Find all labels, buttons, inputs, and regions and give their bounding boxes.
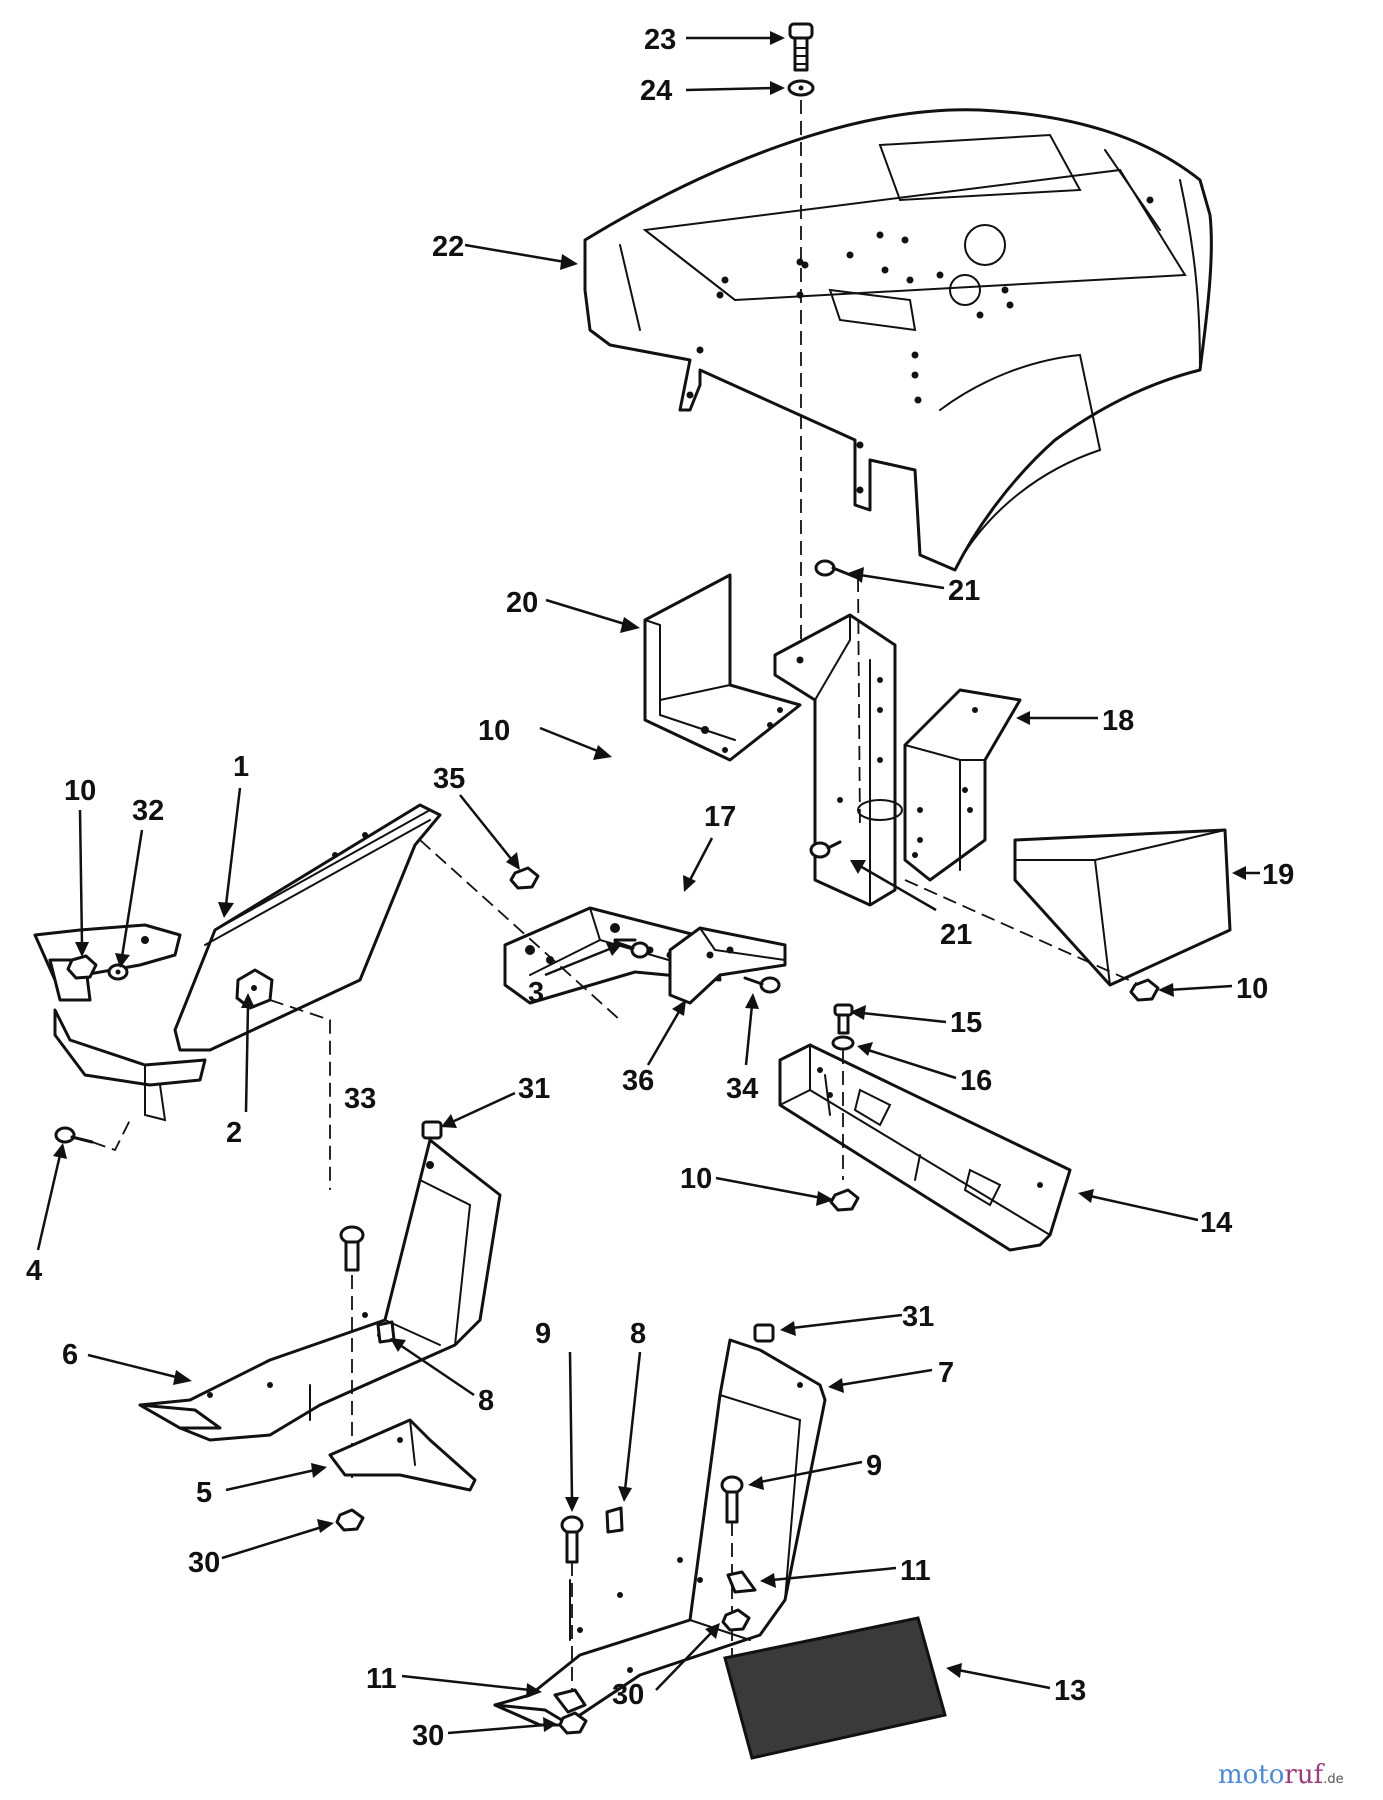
- callout-5: 5: [196, 1477, 212, 1509]
- nut-part-35: [509, 866, 540, 890]
- callout-1: 1: [233, 751, 249, 783]
- washer-part-32: [107, 963, 129, 981]
- callout-19: 19: [1262, 859, 1294, 891]
- fender-part-22: [583, 108, 1213, 572]
- nut-part-10-lower: [829, 1188, 860, 1212]
- callout-13: 13: [1054, 1675, 1086, 1707]
- callout-30: 30: [612, 1679, 644, 1711]
- bracket-part-20: [643, 573, 802, 762]
- callout-21: 21: [948, 575, 980, 607]
- callout-10: 10: [680, 1163, 712, 1195]
- callout-10: 10: [478, 715, 510, 747]
- bracket-part-18: [903, 688, 1022, 882]
- callout-15: 15: [950, 1007, 982, 1039]
- cap-part-31-left: [421, 1120, 443, 1140]
- callout-17: 17: [704, 801, 736, 833]
- callout-9: 9: [535, 1318, 551, 1350]
- nut-part-30-left: [335, 1508, 365, 1532]
- bolt-part-15: [833, 1003, 854, 1035]
- callout-labels: 23 24 22 21 20 18 10 1 10 32 35 17 19 21…: [26, 24, 1294, 1752]
- nut-part-30-lower: [558, 1711, 588, 1735]
- callout-7: 7: [938, 1357, 954, 1389]
- clip-part-11-lower: [553, 1688, 587, 1714]
- clip-part-11-upper: [726, 1570, 757, 1594]
- callout-22: 22: [432, 231, 464, 263]
- bolt-part-9-left: [560, 1515, 584, 1564]
- nut-part-30-mid: [721, 1608, 751, 1632]
- watermark-suffix: .de: [1323, 1772, 1343, 1787]
- callout-31: 31: [518, 1073, 550, 1105]
- channel-part-19: [1013, 828, 1232, 987]
- leader-lines: [36, 31, 1260, 1735]
- callout-10: 10: [1236, 973, 1268, 1005]
- bracket-part-5: [328, 1418, 477, 1492]
- mat-part-13: [723, 1616, 947, 1760]
- bolt-part-34: [743, 976, 781, 994]
- callout-2: 2: [226, 1117, 242, 1149]
- nut-part-10-left: [66, 954, 98, 980]
- support-part-1: [33, 803, 442, 1122]
- watermark-logo: motoruf.de: [1218, 1760, 1344, 1790]
- washer-part-24: [787, 79, 815, 97]
- callout-6: 6: [62, 1339, 78, 1371]
- callout-20: 20: [506, 587, 538, 619]
- washer-part-16: [831, 1035, 855, 1051]
- callout-24: 24: [640, 75, 672, 107]
- watermark-moto: moto: [1218, 1760, 1284, 1790]
- callout-3: 3: [528, 977, 544, 1009]
- callout-4: 4: [26, 1255, 42, 1287]
- callout-30: 30: [188, 1547, 220, 1579]
- support-bracket: [773, 613, 903, 907]
- callout-32: 32: [132, 795, 164, 827]
- bracket-part-36: [668, 926, 787, 1005]
- callout-34: 34: [726, 1073, 758, 1105]
- callout-35: 35: [433, 763, 465, 795]
- callout-8: 8: [478, 1385, 494, 1417]
- plate-part-14: [778, 1043, 1072, 1252]
- bolt-part-33: [339, 1225, 365, 1272]
- callout-31: 31: [902, 1301, 934, 1333]
- callout-30: 30: [412, 1720, 444, 1752]
- nut-part-10-right: [1129, 978, 1160, 1002]
- footrest-part-6: [138, 1138, 502, 1442]
- callout-21: 21: [940, 919, 972, 951]
- callout-18: 18: [1102, 705, 1134, 737]
- watermark-ruf: ruf: [1284, 1760, 1325, 1790]
- callout-10: 10: [64, 775, 96, 807]
- callout-36: 36: [622, 1065, 654, 1097]
- clip-part-8-right: [605, 1506, 624, 1534]
- callout-9: 9: [866, 1450, 882, 1482]
- bolt-part-4: [54, 1126, 94, 1144]
- callout-33: 33: [344, 1083, 376, 1115]
- callout-11: 11: [900, 1555, 931, 1587]
- svg-text:motoruf.de: motoruf.de: [1218, 1760, 1344, 1790]
- callout-8: 8: [630, 1318, 646, 1350]
- bolt-part-21-lower: [809, 840, 842, 859]
- callout-11: 11: [366, 1663, 397, 1695]
- cap-part-31-right: [753, 1323, 775, 1343]
- callout-16: 16: [960, 1065, 992, 1097]
- bolt-part-23: [788, 22, 814, 72]
- callout-23: 23: [644, 24, 676, 56]
- callout-14: 14: [1200, 1207, 1232, 1239]
